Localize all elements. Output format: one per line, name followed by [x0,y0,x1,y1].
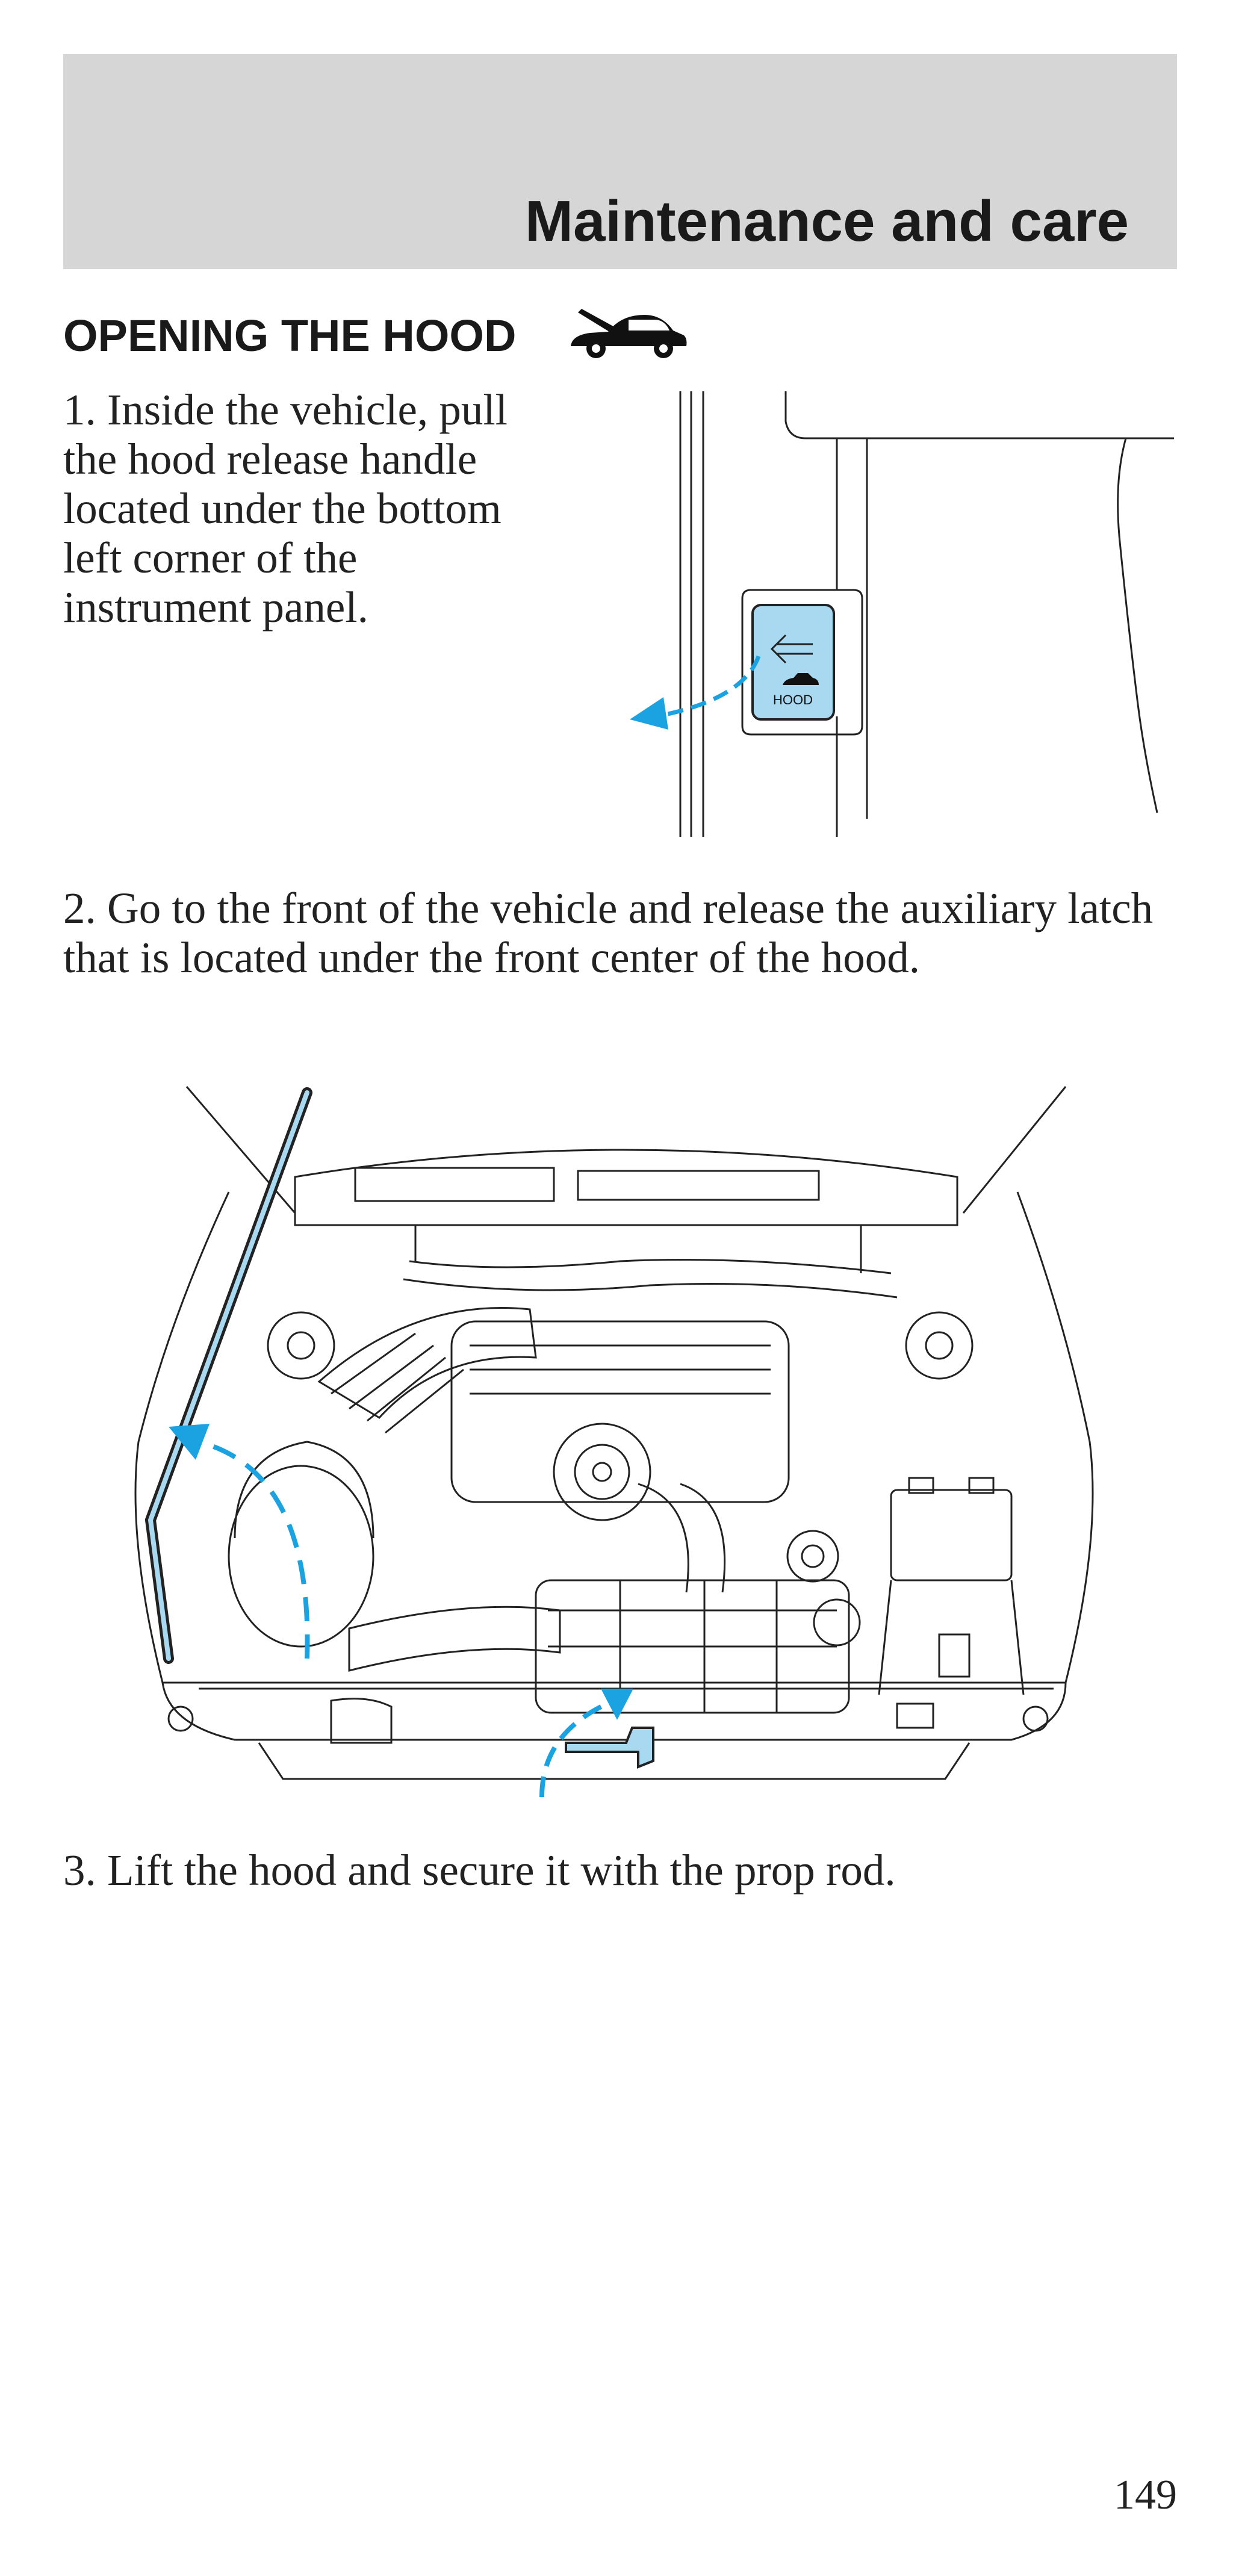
step-3-text: 3. Lift the hood and secure it with the … [63,1846,896,1895]
auxiliary-latch [565,1727,654,1769]
car-hood-open-icon [571,309,687,358]
lift-prop-rod-arrow [197,1439,310,1659]
pull-direction-arrow [662,655,761,718]
step-2-text: 2. Go to the front of the vehicle and re… [63,884,1154,982]
page-number: 149 [1114,2472,1177,2518]
step-1-text: 1. Inside the vehicle, pull the hood rel… [63,385,508,632]
hood-release-illustration: HOOD [630,391,1174,837]
section-title: OPENING THE HOOD [63,311,517,361]
prop-rod [144,1087,312,1664]
engine-compartment-illustration [134,1086,1094,1798]
hood-release-handle [751,604,835,721]
release-latch-arrow [539,1698,615,1798]
page-header-title: Maintenance and care [524,189,1129,253]
car-icon [783,673,819,685]
left-arrow-icon [770,634,813,664]
hood-handle-label: HOOD [773,692,813,707]
page-header: Maintenance and care [63,54,1177,269]
